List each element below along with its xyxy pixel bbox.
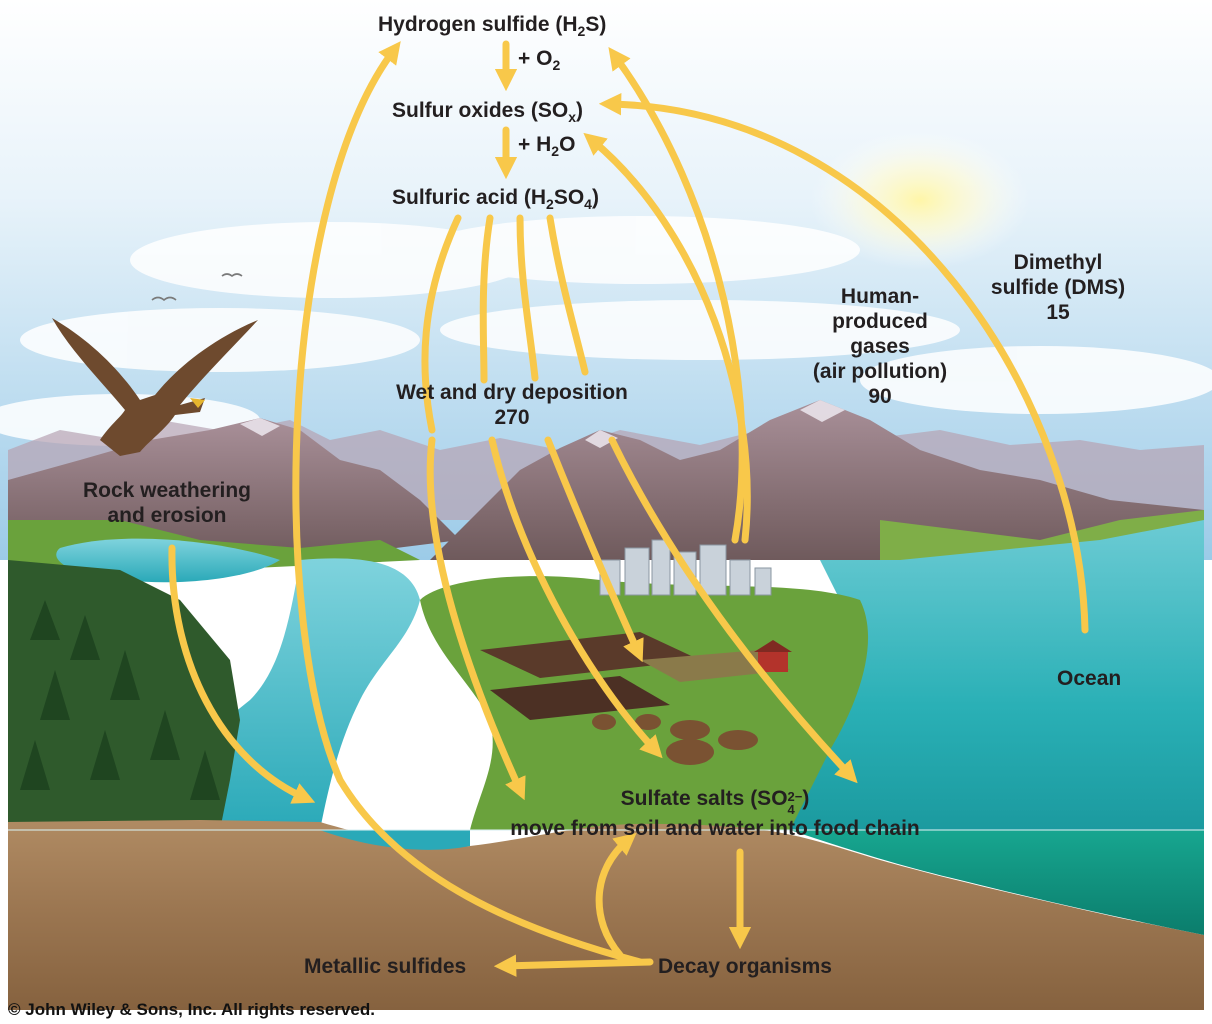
arrow-decay-to-metallic	[493, 954, 654, 977]
snow-caps	[240, 400, 845, 448]
human-line-3: gases	[850, 335, 910, 358]
ocean-surface	[790, 520, 1204, 830]
label-metallic-sulfides: Metallic sulfides	[304, 955, 467, 978]
copyright-notice: © John Wiley & Sons, Inc. All rights res…	[8, 1000, 375, 1019]
soil-layer	[8, 820, 1204, 1010]
human-line-2: produced	[832, 310, 928, 333]
dms-line-2: sulfide (DMS)	[990, 276, 1126, 299]
label-hydrogen-sulfide: Hydrogen sulfide (H2S)	[378, 13, 607, 39]
small-birds	[151, 273, 243, 302]
label-plus-h2o: + H2O	[518, 133, 576, 159]
label-ocean: Ocean	[1057, 667, 1122, 690]
rock-line-1: Rock weathering	[82, 479, 252, 502]
sun-glow	[810, 130, 1030, 270]
arrow-deposition-4b	[608, 436, 858, 784]
label-decay-organisms: Decay organisms	[658, 955, 832, 978]
center-mountains	[430, 400, 1204, 560]
city	[599, 539, 772, 596]
arrow-rock-weathering	[168, 544, 316, 804]
barn	[754, 640, 792, 672]
arrow-city-to-sox	[583, 132, 751, 544]
label-sulfuric-acid: Sulfuric acid (H2SO4)	[392, 186, 599, 212]
label-dimethyl-sulfide: Dimethyl sulfide (DMS) 15	[968, 250, 1148, 325]
deep-ocean	[790, 830, 1204, 935]
arrow-deposition-2b	[488, 436, 663, 759]
human-line-1: Human-	[840, 285, 920, 308]
deposition-title: Wet and dry deposition	[396, 381, 628, 404]
eagle	[52, 318, 258, 456]
human-line-4: (air pollution)	[812, 360, 948, 383]
arrow-deposition-3a	[516, 214, 539, 382]
deposition-value: 270	[494, 406, 530, 429]
label-wet-dry-deposition: Wet and dry deposition 270	[372, 380, 652, 430]
rock-line-2: and erosion	[107, 504, 227, 527]
label-rock-weathering: Rock weathering and erosion	[62, 478, 272, 528]
arrow-deposition-3b	[544, 436, 644, 663]
sulfate-line-2: move from soil and water into food chain	[510, 817, 920, 840]
label-sulfur-oxides: Sulfur oxides (SOx)	[392, 99, 583, 125]
arrow-deposition-1b	[426, 436, 526, 801]
flow-arrows	[168, 40, 1089, 977]
label-human-produced-gases: Human- produced gases (air pollution) 90	[790, 284, 970, 409]
label-plus-o2: + O2	[518, 47, 561, 73]
arrow-city-to-h2s	[608, 46, 746, 544]
bay-bottom	[320, 830, 470, 850]
arrow-deposition-4a	[546, 214, 589, 376]
forest-trees	[20, 600, 220, 800]
arrow-dms-to-sox	[598, 93, 1089, 634]
cows	[592, 714, 758, 765]
farm-fields	[480, 632, 790, 720]
arrow-decay-to-h2s	[292, 41, 644, 966]
dms-line-1: Dimethyl	[1013, 251, 1103, 274]
arrow-decay-to-sulfate	[595, 832, 637, 959]
arrow-deposition-1a	[421, 214, 462, 434]
human-value: 90	[868, 385, 892, 408]
arrow-deposition-2a	[479, 214, 494, 384]
dms-value: 15	[1046, 301, 1070, 324]
